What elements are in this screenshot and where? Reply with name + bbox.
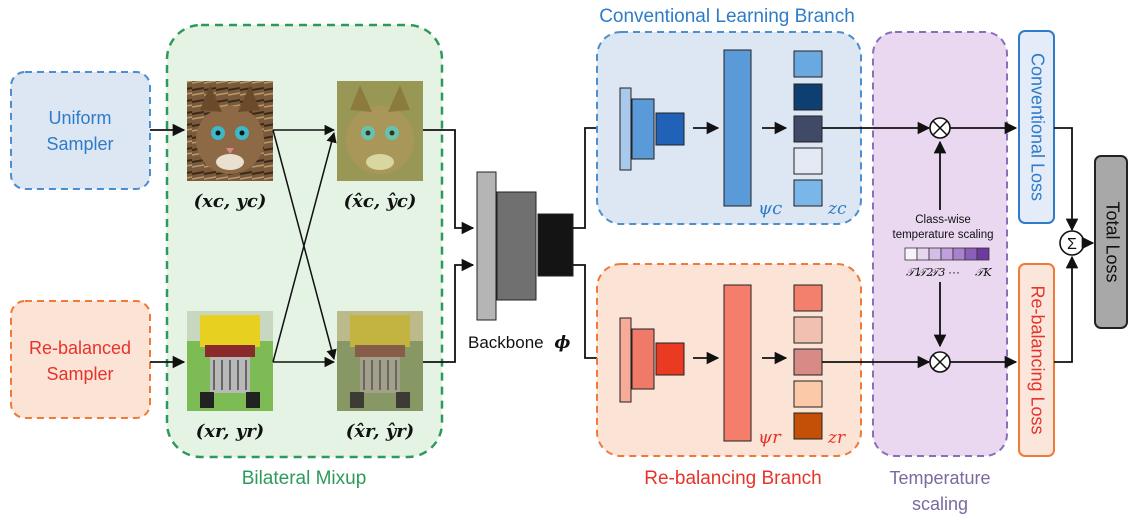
cat-image-mixed bbox=[337, 81, 423, 181]
temperature-gradient-bar bbox=[904, 247, 990, 261]
line-rebalancing-to-sum bbox=[1054, 255, 1079, 363]
multiply-node-top bbox=[929, 117, 951, 139]
temperature-title-line2: scaling bbox=[912, 494, 968, 514]
sum-symbol: Σ bbox=[1067, 236, 1077, 253]
classwise-label-line2: temperature scaling bbox=[893, 229, 994, 241]
rebalanced-sampler-line1: Re-balanced bbox=[29, 338, 131, 358]
label-xc-yc: (xc, yc) bbox=[194, 191, 267, 212]
uniform-sampler-box: Uniform Sampler bbox=[10, 71, 151, 190]
label-xr-yr: (xr, yr) bbox=[196, 421, 264, 442]
tau-1-label: 𝒯1 bbox=[906, 266, 921, 279]
classwise-label-line1: Class-wise bbox=[915, 214, 971, 226]
conventional-branch-box bbox=[596, 31, 862, 225]
arrow-mixed-truck-to-backbone bbox=[423, 258, 475, 363]
tau-dots-label: ··· bbox=[948, 265, 960, 279]
psi-r-label: ψr bbox=[758, 427, 782, 448]
tau-k-label: 𝒯K bbox=[975, 266, 992, 279]
mixup-cross-connections bbox=[272, 124, 337, 368]
truck-image-mixed bbox=[337, 311, 423, 411]
rebalanced-sampler-box: Re-balanced Sampler bbox=[10, 300, 151, 419]
bilateral-mixup-title: Bilateral Mixup bbox=[242, 468, 367, 489]
rebalancing-branch-title: Re-balancing Branch bbox=[644, 468, 821, 489]
multiply-node-bottom bbox=[929, 351, 951, 373]
truck-image-original bbox=[187, 311, 273, 411]
total-loss-label: Total Loss bbox=[1102, 201, 1122, 282]
cat-image-original bbox=[187, 81, 273, 181]
rebalancing-loss-box: Re-balancing Loss bbox=[1018, 263, 1055, 457]
rebalanced-sampler-line2: Sampler bbox=[46, 364, 113, 384]
total-loss-box: Total Loss bbox=[1094, 155, 1128, 329]
temperature-title-line1: Temperature bbox=[889, 468, 990, 488]
psi-c-label: ψc bbox=[758, 198, 782, 219]
conventional-loss-box: Conventional Loss bbox=[1018, 30, 1055, 224]
rebalancing-loss-label: Re-balancing Loss bbox=[1027, 285, 1047, 434]
line-conventional-to-sum bbox=[1054, 127, 1079, 232]
arrow-mixed-cat-to-backbone bbox=[423, 129, 475, 235]
uniform-sampler-line2: Sampler bbox=[46, 134, 113, 154]
backbone-network bbox=[476, 171, 574, 321]
conventional-loss-label: Conventional Loss bbox=[1027, 53, 1047, 201]
sum-node: Σ bbox=[1059, 230, 1085, 256]
label-xhatr-yhatr: (x̂r, ŷr) bbox=[346, 421, 414, 442]
backbone-label: Backbone ϕ bbox=[468, 333, 570, 353]
tau-2-label: 𝒯2 bbox=[918, 266, 933, 279]
temperature-scaling-box bbox=[872, 31, 1008, 457]
z-r-label: zr bbox=[827, 428, 846, 448]
label-xhatc-yhatc: (x̂c, ŷc) bbox=[344, 191, 417, 212]
tau-3-label: 𝒯3 bbox=[930, 266, 945, 279]
z-c-label: zc bbox=[827, 199, 847, 219]
conventional-branch-title: Conventional Learning Branch bbox=[599, 6, 855, 27]
uniform-sampler-line1: Uniform bbox=[48, 108, 111, 128]
rebalancing-branch-box bbox=[596, 263, 862, 457]
